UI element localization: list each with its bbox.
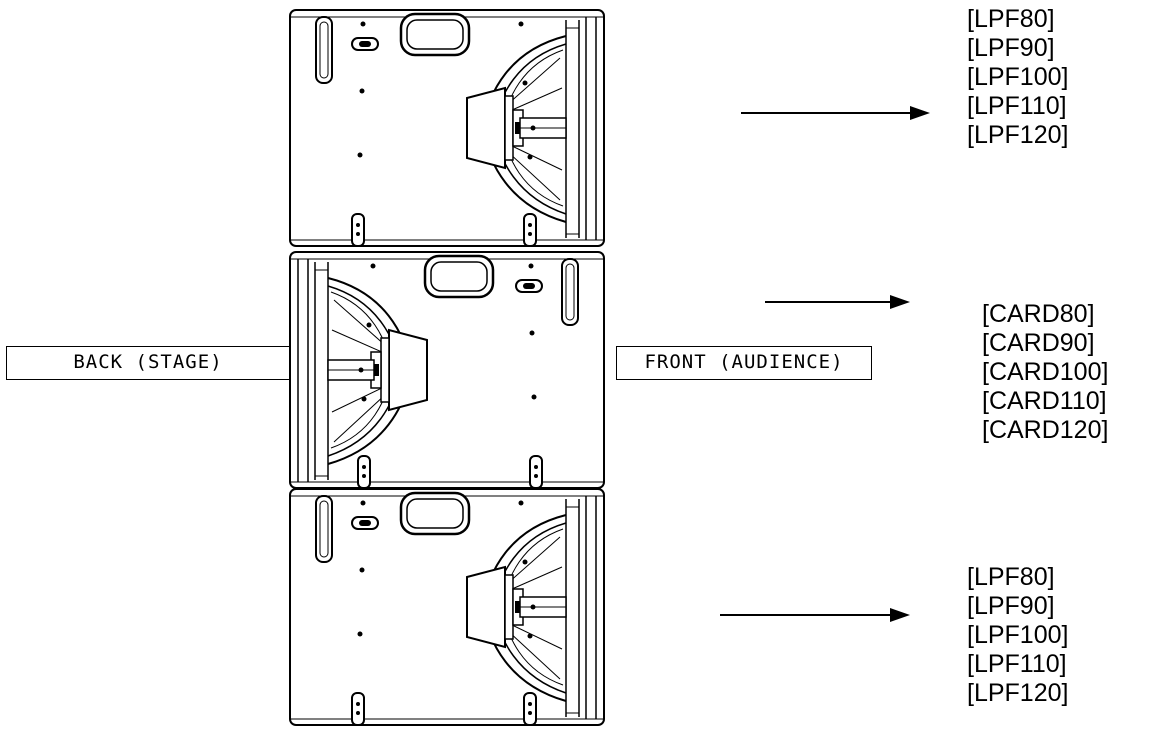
preset-item: [LPF80] (967, 563, 1055, 591)
back-stage-label: BACK (STAGE) (6, 346, 290, 380)
preset-item: [CARD80] (982, 300, 1095, 328)
arrow-top (741, 106, 930, 120)
bottom-preset-list: [LPF80] [LPF90] [LPF100] [LPF110] [LPF12… (967, 563, 1068, 708)
cabinet-top (288, 8, 606, 248)
preset-item: [LPF120] (967, 121, 1069, 149)
preset-item: [LPF120] (967, 679, 1069, 707)
preset-item: [LPF110] (967, 650, 1067, 678)
preset-item: [LPF110] (967, 92, 1067, 120)
cabinet-middle (288, 250, 606, 490)
arrow-middle (765, 295, 910, 309)
preset-item: [CARD110] (982, 387, 1107, 415)
middle-preset-list: [CARD80] [CARD90] [CARD100] [CARD110] [C… (982, 300, 1108, 445)
preset-item: [CARD120] (982, 416, 1109, 444)
front-audience-label: FRONT (AUDIENCE) (616, 346, 872, 380)
cabinet-bottom (288, 487, 606, 727)
preset-item: [LPF90] (967, 34, 1055, 62)
preset-item: [LPF100] (967, 621, 1069, 649)
top-preset-list: [LPF80] [LPF90] [LPF100] [LPF110] [LPF12… (967, 5, 1068, 150)
preset-item: [CARD90] (982, 329, 1095, 357)
preset-item: [LPF90] (967, 592, 1055, 620)
preset-item: [LPF100] (967, 63, 1069, 91)
arrow-bottom (720, 608, 910, 622)
preset-item: [CARD100] (982, 358, 1109, 386)
preset-item: [LPF80] (967, 5, 1055, 33)
